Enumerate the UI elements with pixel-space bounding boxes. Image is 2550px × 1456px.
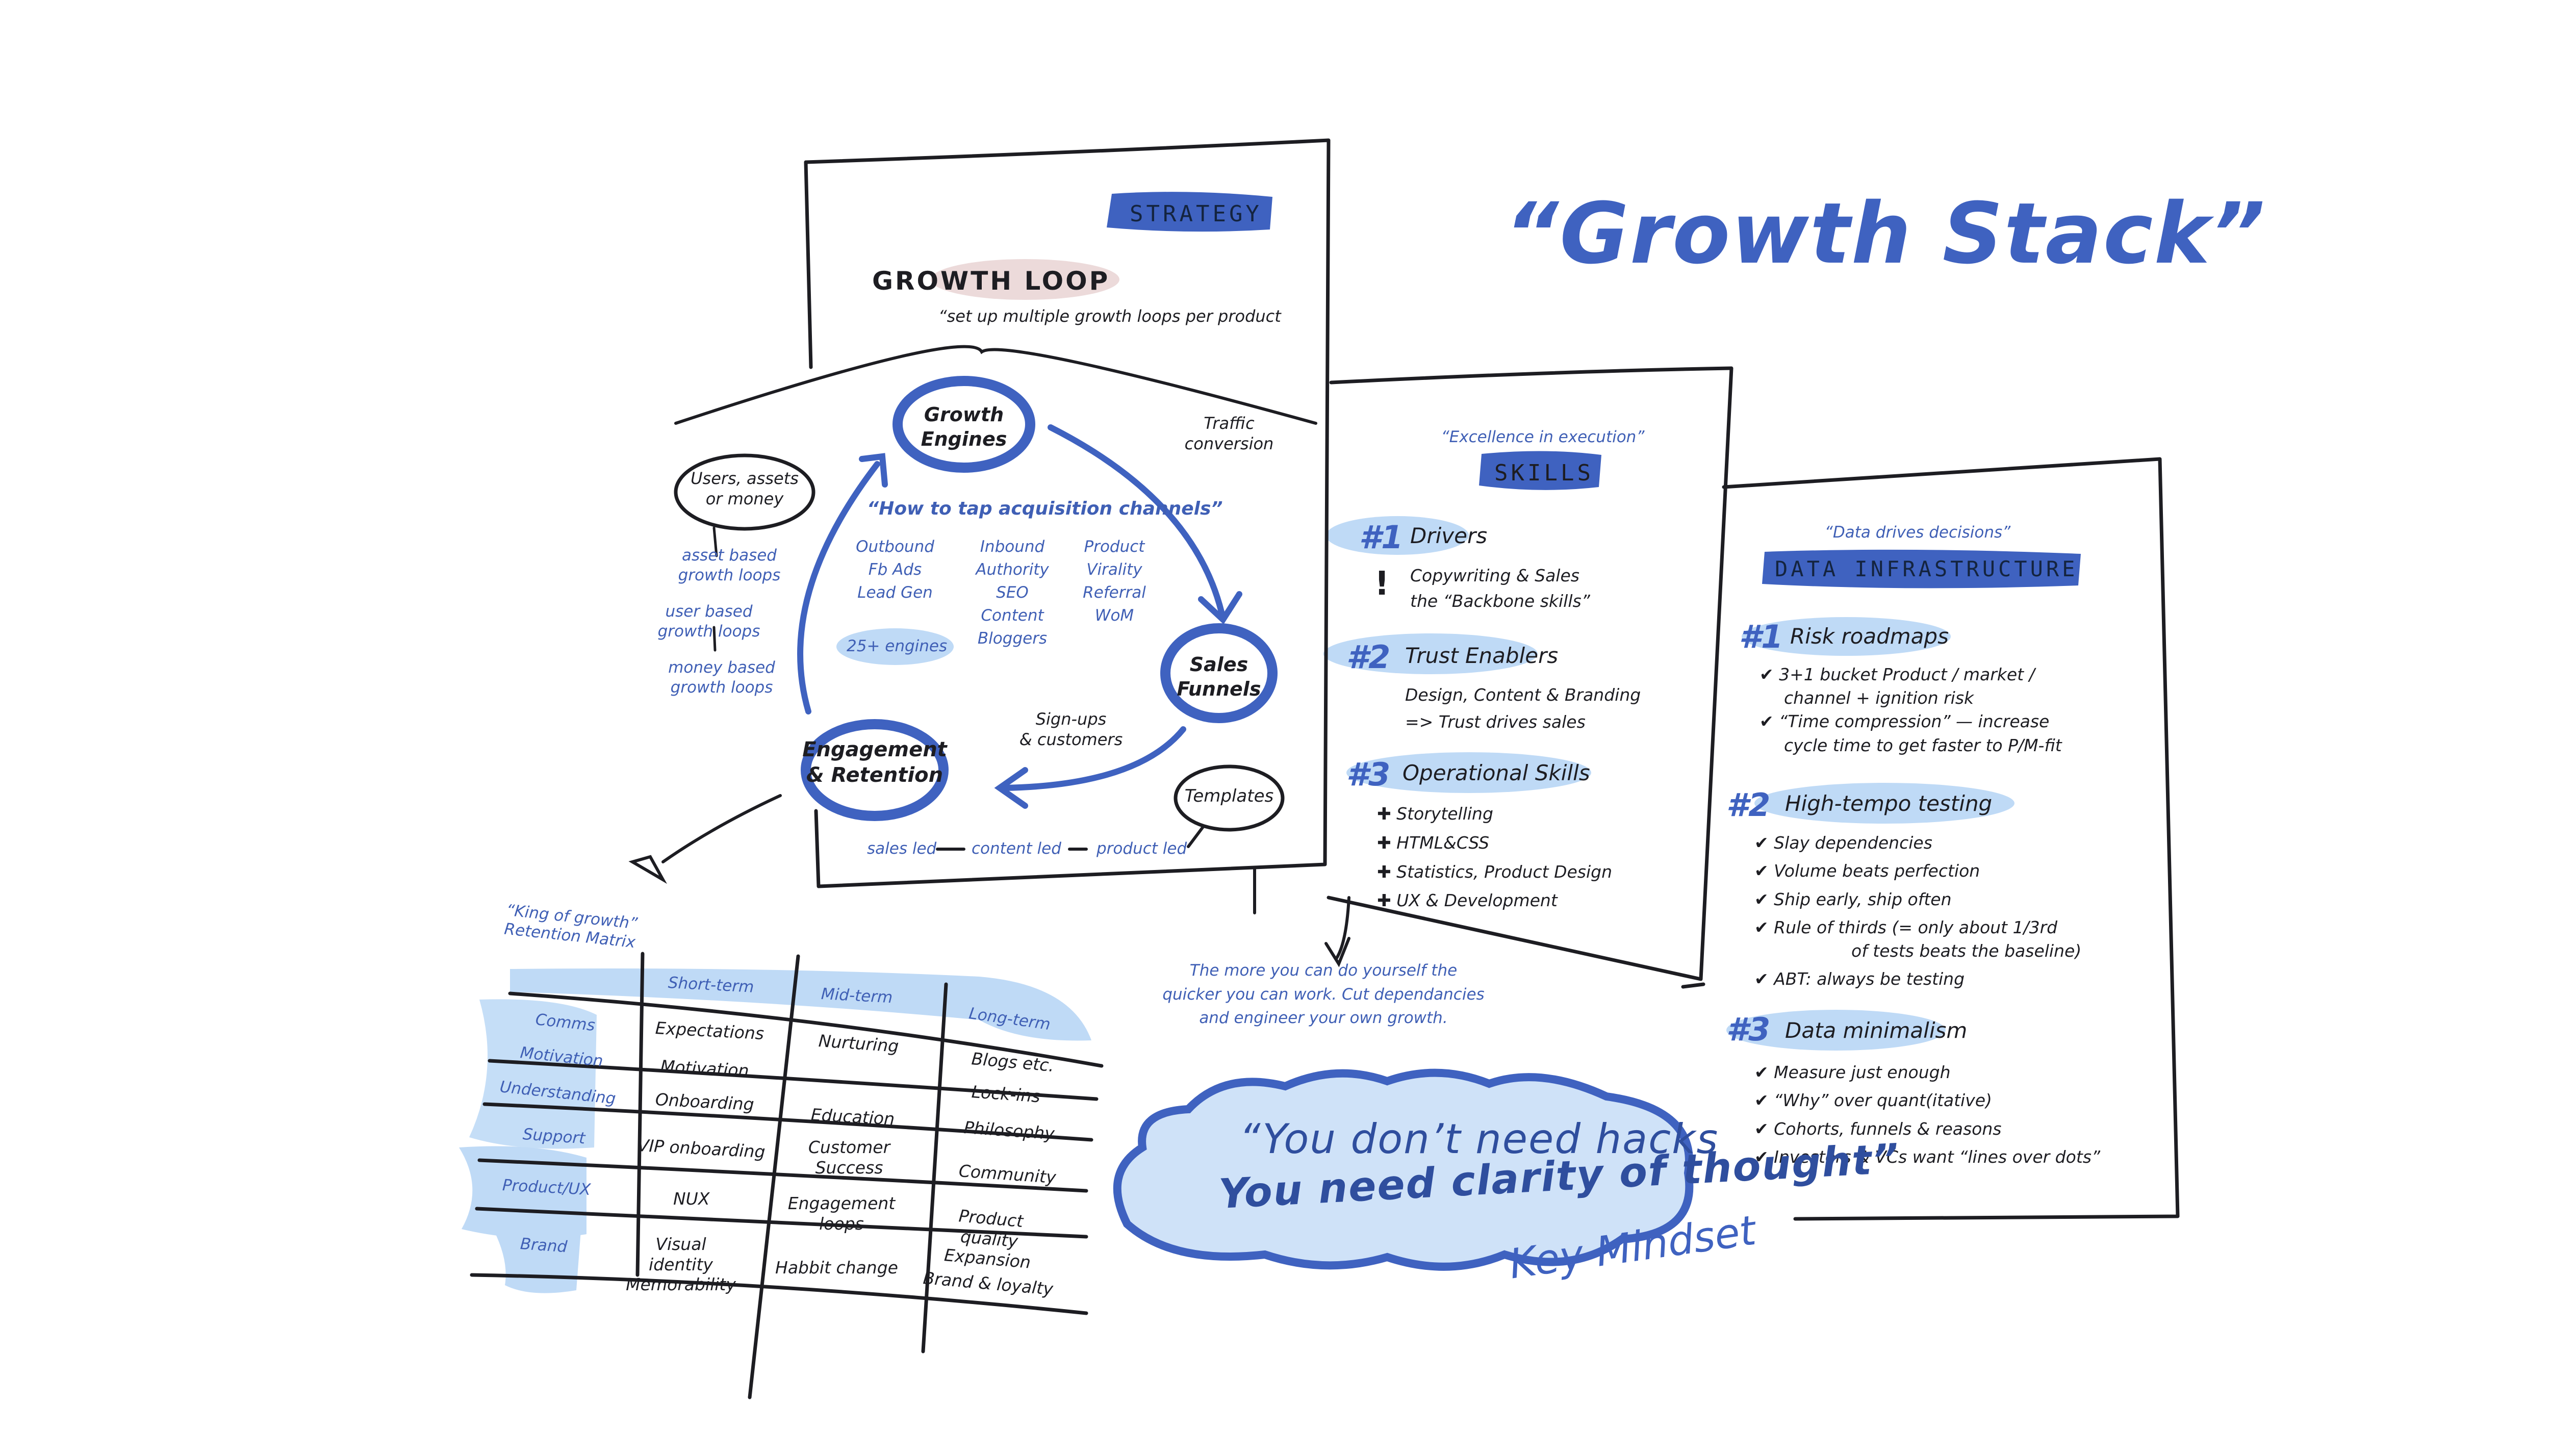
data-num-3: #3	[1726, 1011, 1771, 1048]
data-num-2: #2	[1726, 786, 1771, 824]
skills-title-1: Drivers	[1410, 523, 1488, 548]
matrix-cell: Education	[810, 1105, 896, 1129]
data-num-1: #1	[1739, 618, 1783, 655]
skills-tag: SKILLS	[1494, 460, 1594, 486]
matrix-col-mid: Mid-term	[821, 985, 894, 1007]
skills-quote: “Excellence in execution”	[1441, 428, 1645, 446]
data-testing-lines: ✔ Slay dependencies ✔ Volume beats perfe…	[1754, 833, 2082, 989]
channels-title: “How to tap acquisition channels”	[867, 498, 1223, 519]
content-led: content led	[972, 839, 1061, 858]
highlights	[459, 192, 2081, 1293]
matrix-row-label: Brand	[519, 1235, 568, 1257]
data-title-2: High-tempo testing	[1785, 791, 1993, 816]
matrix-cell: Customer Success	[808, 1137, 890, 1178]
skills-line: the “Backbone skills”	[1410, 591, 1590, 611]
matrix-cell: Habbit change	[775, 1258, 898, 1278]
data-title-3: Data minimalism	[1785, 1018, 1968, 1043]
data-tag: DATA INFRASTRUCTURE	[1775, 556, 2078, 581]
drivers-exclamation: !	[1374, 565, 1390, 603]
skills-line: Design, Content & Branding	[1405, 685, 1641, 705]
matrix-cell: NUX	[673, 1189, 710, 1209]
growth-loop	[628, 345, 1350, 967]
matrix-cell: Product quality Expansion	[943, 1206, 1032, 1272]
data-minimalism-lines: ✔ Measure just enough ✔ “Why” over quant…	[1754, 1062, 2101, 1167]
growth-loop-title: GROWTH LOOP	[872, 266, 1110, 296]
engines-badge: 25+ engines	[847, 637, 948, 655]
skills-title-2: Trust Enablers	[1405, 643, 1559, 668]
signups-customers: Sign-ups& customers	[1019, 709, 1123, 749]
skills-num-1: #1	[1359, 519, 1404, 556]
node-templates: Templates	[1184, 786, 1274, 806]
matrix-cell: Visual identity Memorability	[626, 1234, 736, 1295]
strategy-tag: STRATEGY	[1130, 201, 1262, 227]
mindset-quote: “You don’t need hacks You need clarity o…	[1217, 1115, 1901, 1218]
growth-loop-note: “set up multiple growth loops per produc…	[938, 306, 1281, 326]
skills-title-3: Operational Skills	[1402, 760, 1590, 785]
skills-num-3: #3	[1346, 756, 1391, 793]
data-risk-lines: ✔ 3+1 bucket Product / market / channel …	[1760, 665, 2062, 755]
mindset-cloud	[1113, 1068, 1694, 1271]
matrix-cell: Engagement loops	[787, 1193, 896, 1234]
page-title: “Growth Stack”	[1504, 185, 2266, 283]
skills-line: => Trust drives sales	[1405, 712, 1586, 732]
node-engagement-retention: Engagement& Retention	[802, 738, 947, 787]
product-led: product led	[1096, 839, 1187, 858]
data-title-1: Risk roadmaps	[1790, 624, 1949, 649]
skills-line: Copywriting & Sales	[1410, 566, 1579, 585]
skills-num-2: #2	[1346, 638, 1391, 676]
paper-sheets	[470, 138, 2180, 1399]
sales-led: sales led	[867, 839, 937, 858]
data-quote: “Data drives decisions”	[1824, 523, 2011, 542]
skills-bullet: ✚ Storytelling ✚ HTML&CSS ✚ Statistics, …	[1377, 804, 1613, 911]
